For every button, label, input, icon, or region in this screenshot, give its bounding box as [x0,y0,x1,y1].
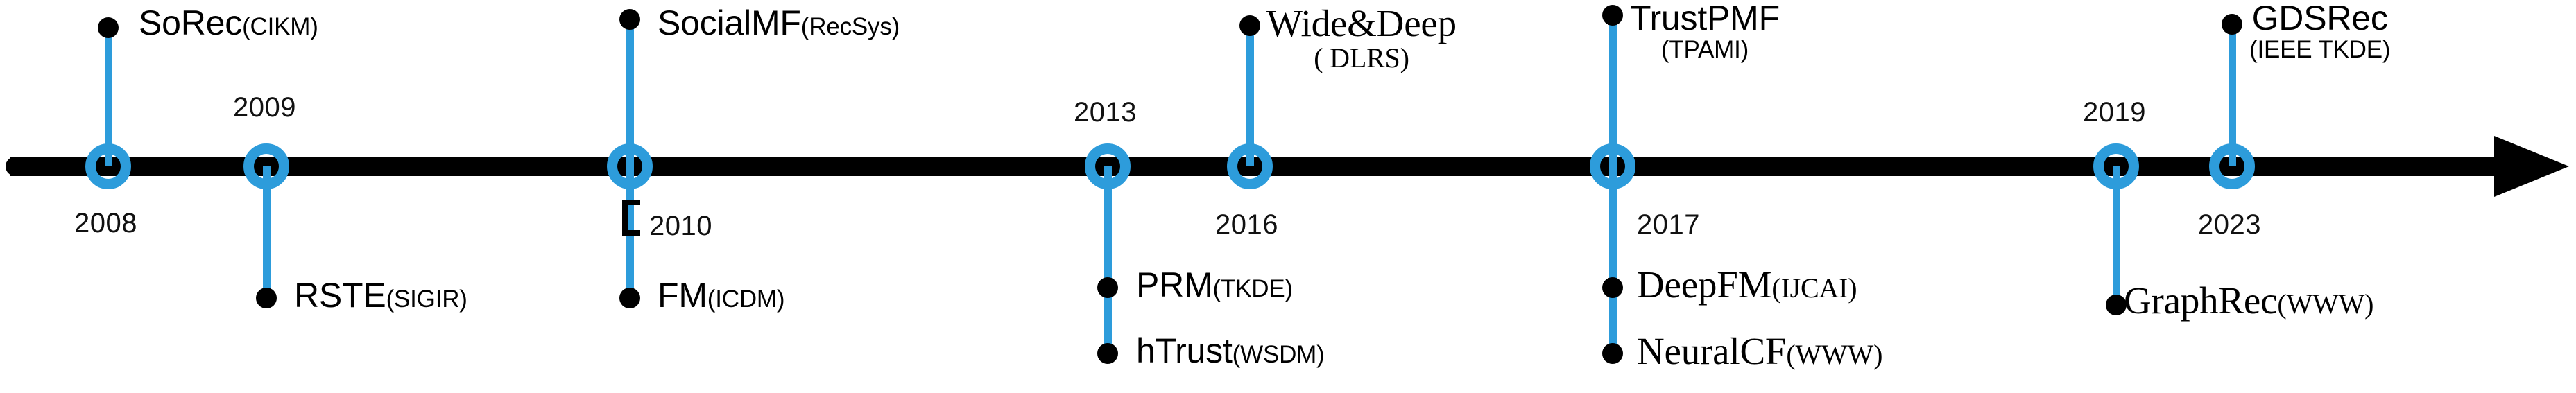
stem-2017-neuralcf [1609,288,1617,353]
stem-2016-widedeep [1246,26,1254,166]
entry-graphrec-name: GraphRec [2124,279,2278,322]
dot-2013-htrust [1097,343,1118,364]
node-2016[interactable] [1227,143,1273,189]
entry-rste-name: RSTE [294,276,386,315]
stem-2017-deepfm [1609,166,1617,288]
dot-2010-socialmf [619,9,640,30]
year-label-2008: 2008 [74,208,137,238]
entry-widedeep-venue: ( DLRS) [1314,42,1409,74]
entry-fm: FM(ICDM) [658,276,785,315]
year-label-2010: 2010 [649,211,712,241]
entry-trustpmf-venue: (TPAMI) [1660,36,1749,63]
dot-2008-sorec [98,17,119,38]
entry-gdsrec: GDSRec (IEEE TKDE) [2249,0,2391,63]
year-label-2019: 2019 [2083,97,2146,128]
stem-2010-socialmf [626,19,634,166]
dot-2009-rste [256,288,277,308]
entry-htrust: hTrust(WSDM) [1136,333,1325,369]
dot-2017-trustpmf [1602,5,1623,26]
entry-graphrec-venue: (WWW) [2277,288,2374,320]
entry-deepfm-venue: (IJCAI) [1771,272,1857,304]
dot-2013-prm [1097,277,1118,298]
node-2019[interactable] [2093,143,2139,189]
year-label-2017: 2017 [1637,209,1700,240]
entry-neuralcf: NeuralCF(WWW) [1637,331,1882,372]
stem-2013-htrust [1104,288,1112,353]
dot-2016-widedeep [1239,15,1260,36]
dot-2023-gdsrec [2222,14,2242,35]
entry-neuralcf-venue: (WWW) [1786,339,1883,370]
node-2008[interactable] [85,143,131,189]
entry-socialmf-name: SocialMF [658,3,801,42]
entry-gdsrec-name: GDSRec [2251,0,2388,37]
entry-sorec: SoRec(CIKM) [139,5,318,42]
dot-2017-deepfm [1602,277,1623,298]
stem-2019-graphrec [2113,166,2120,305]
stem-2017-trustpmf [1609,15,1617,166]
entry-widedeep: Wide&Deep ( DLRS) [1266,3,1457,73]
entry-rste-venue: (SIGIR) [386,286,467,313]
entry-neuralcf-name: NeuralCF [1637,330,1787,372]
node-2023[interactable] [2209,143,2255,189]
entry-sorec-name: SoRec [139,3,243,42]
bracket-2010-icon [622,200,640,236]
entry-widedeep-name: Wide&Deep [1266,2,1457,44]
node-2010[interactable] [607,143,653,189]
entry-prm: PRM(TKDE) [1136,267,1293,304]
entry-deepfm: DeepFM(IJCAI) [1637,263,1857,306]
entry-trustpmf: TrustPMF (TPAMI) [1630,0,1780,62]
entry-sorec-venue: (CIKM) [242,13,318,40]
entry-fm-name: FM [658,276,707,315]
stem-2008-sorec [105,28,112,166]
stem-2009-rste [263,166,271,298]
entry-htrust-venue: (WSDM) [1232,341,1325,368]
dot-2017-neuralcf [1602,343,1623,364]
entry-gdsrec-venue: (IEEE TKDE) [2249,36,2391,63]
stem-2013-prm [1104,166,1112,288]
entry-deepfm-name: DeepFM [1637,263,1772,306]
entry-socialmf-venue: (RecSys) [800,13,900,40]
dot-2019-graphrec [2106,295,2127,315]
year-label-2023: 2023 [2198,209,2261,240]
entry-trustpmf-name: TrustPMF [1630,0,1780,37]
entry-fm-venue: (ICDM) [707,286,785,313]
entry-rste: RSTE(SIGIR) [294,277,467,314]
stem-2023-gdsrec [2229,24,2236,166]
year-label-2009: 2009 [233,92,296,123]
entry-prm-venue: (TKDE) [1212,275,1294,302]
node-2017[interactable] [1590,143,1635,189]
entry-htrust-name: hTrust [1136,331,1233,370]
entry-prm-name: PRM [1136,265,1213,304]
node-2009[interactable] [243,143,289,189]
arrow-head-icon [2494,136,2569,197]
entry-socialmf: SocialMF(RecSys) [658,5,900,42]
dot-2010-fm [619,288,640,308]
node-2013[interactable] [1085,143,1131,189]
year-label-2013: 2013 [1074,97,1137,128]
entry-graphrec: GraphRec(WWW) [2124,279,2374,322]
year-label-2016: 2016 [1215,209,1278,240]
